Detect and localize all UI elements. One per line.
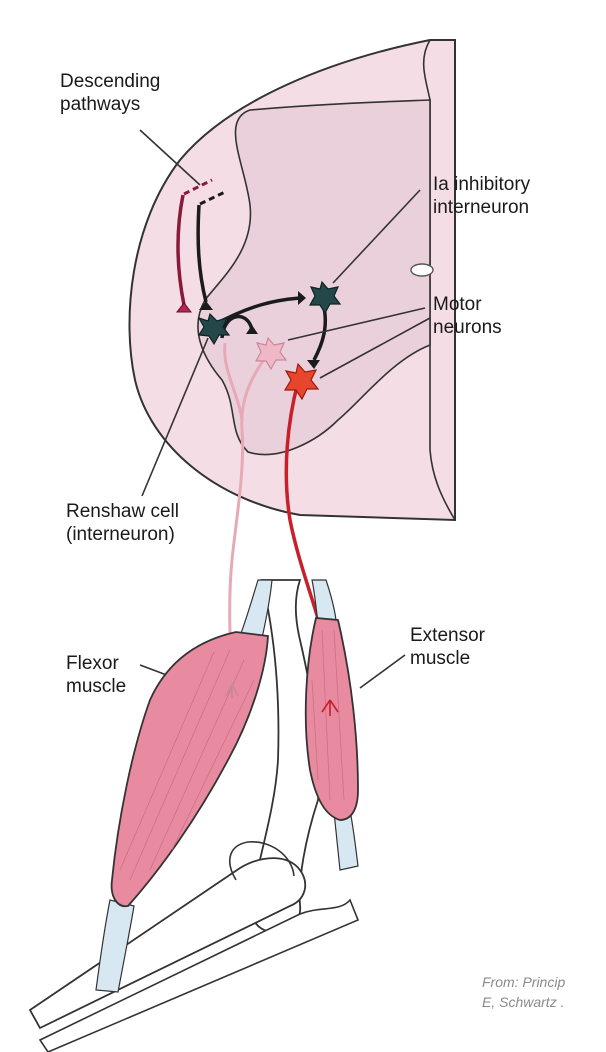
descending-terminal-red — [175, 302, 193, 313]
extensor-tendon-bottom — [333, 809, 359, 871]
leader-extensor — [359, 654, 406, 689]
extensor-nerve-ending — [321, 699, 339, 716]
leader-descending — [139, 129, 201, 186]
label-flexor-muscle-line2: muscle — [66, 676, 127, 697]
ia-terminal-on-ia — [298, 291, 306, 305]
ia-terminal-on-motor — [307, 360, 320, 369]
label-extensor-muscle-line1: Extensor — [410, 625, 485, 646]
leader-ia — [332, 189, 421, 284]
lower-leg-bone-lower — [38, 898, 360, 1052]
extensor-muscle — [304, 617, 359, 821]
label-motor-neurons-line2: neurons — [433, 317, 502, 338]
central-canal — [410, 263, 434, 277]
flexor-motor-axon — [228, 355, 268, 685]
renshaw-cell-neuron — [197, 312, 231, 346]
renshaw-terminal-on-motor — [246, 325, 258, 334]
label-renshaw-cell-line1: Renshaw cell — [66, 501, 179, 522]
label-renshaw-cell-line2: (interneuron) — [66, 524, 175, 545]
descending-pathway-fiber-red-dashed — [183, 178, 213, 196]
knee-cap — [228, 841, 295, 881]
leader-renshaw — [141, 337, 209, 497]
descending-pathway-fiber-dark — [196, 204, 208, 303]
label-ia-interneuron-line1: Ia inhibitory — [433, 174, 531, 195]
descending-terminal-dark — [199, 301, 213, 310]
label-ia-interneuron-line2: interneuron — [433, 197, 530, 218]
ia-inhibitory-interneuron — [308, 280, 342, 315]
flexor-muscle-striations — [119, 649, 255, 881]
flexor-motor-neuron — [254, 336, 288, 371]
source-credit-line2: E, Schwartz . — [482, 994, 565, 1010]
label-motor-neurons-line1: Motor — [433, 294, 482, 315]
extensor-motor-neuron — [283, 362, 320, 401]
flexor-tendon-bottom — [95, 899, 135, 993]
label-descending-pathways-line1: Descending — [60, 71, 161, 92]
extensor-muscle-striations — [311, 629, 345, 801]
label-flexor-muscle-line1: Flexor — [66, 653, 119, 674]
source-credit-line1: From: Princip — [482, 974, 566, 990]
flexor-tendon-top — [239, 579, 273, 639]
label-descending-pathways-line2: pathways — [60, 94, 141, 115]
label-extensor-muscle-line2: muscle — [410, 648, 471, 669]
spinal-cord-gray-matter — [197, 99, 431, 456]
renshaw-axon-branch — [223, 342, 244, 421]
flexor-muscle — [110, 631, 269, 907]
descending-pathway-fiber-dark-dashed — [199, 189, 228, 206]
leader-motor-flexor — [287, 307, 426, 341]
descending-pathway-fiber-red — [176, 194, 186, 306]
flexor-nerve-ending — [225, 683, 239, 698]
leader-motor-extensor — [319, 317, 431, 379]
